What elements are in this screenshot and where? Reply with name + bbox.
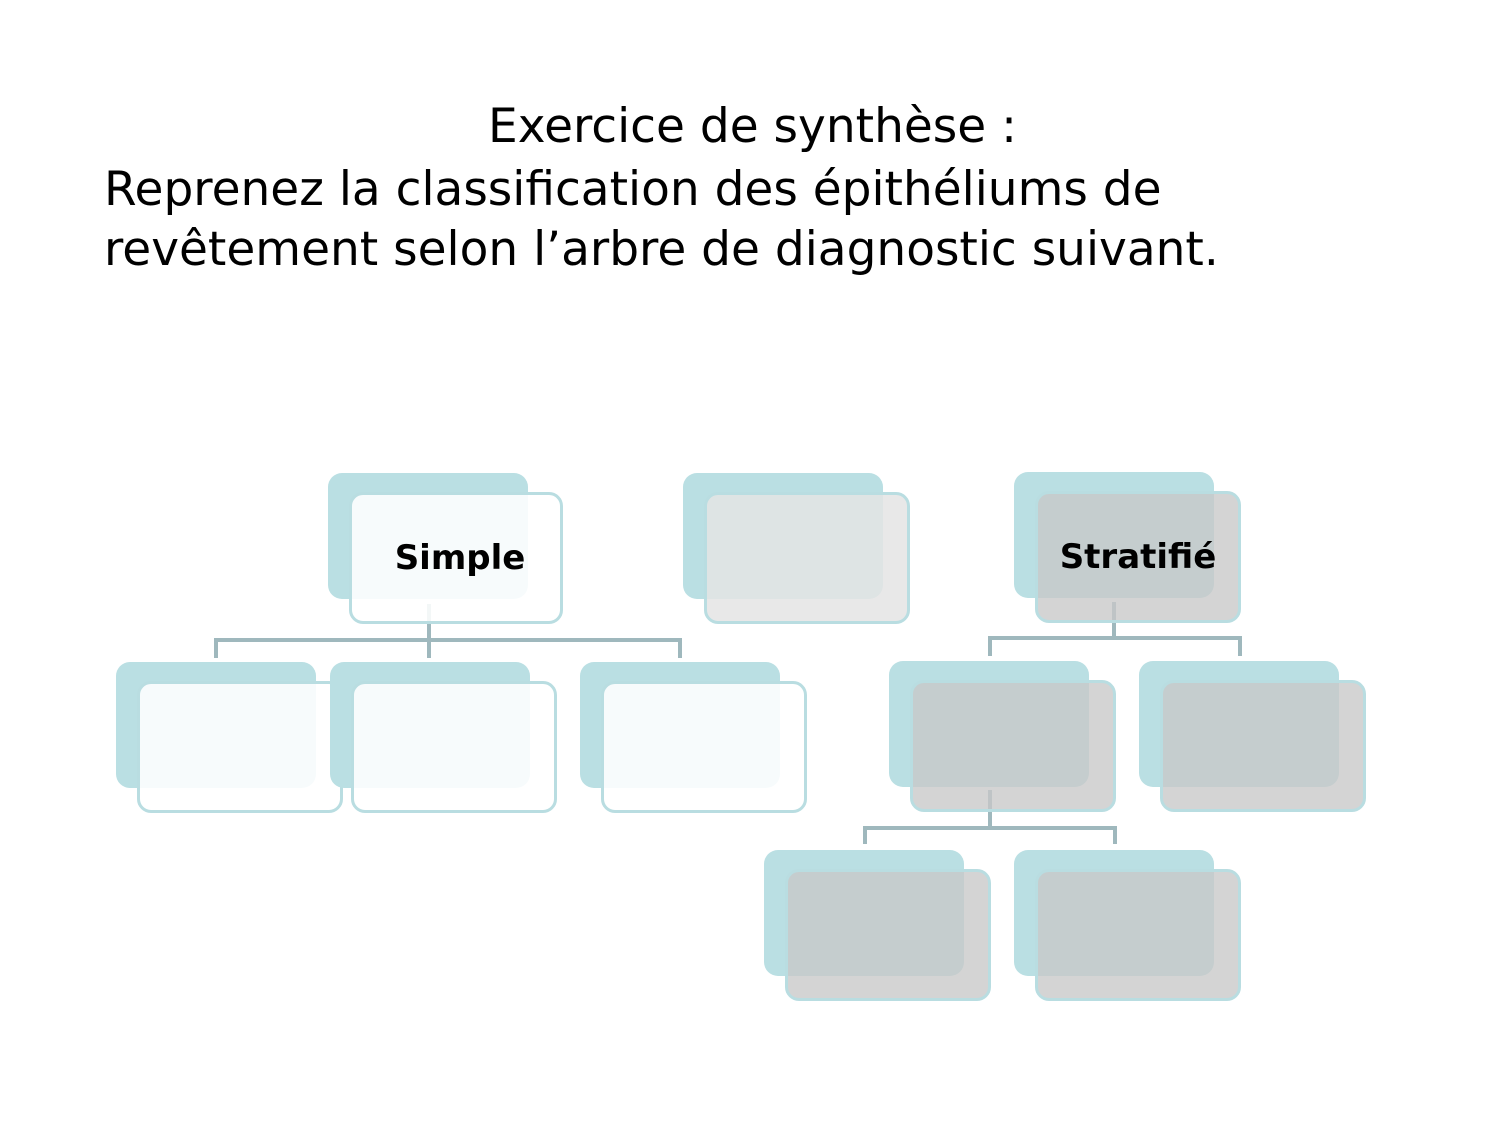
connector [988,636,1242,640]
node-label: Simple [349,492,563,624]
node-label [1035,869,1241,1001]
connector [427,638,431,658]
node-label [704,492,910,624]
node-label [137,681,343,813]
connector [1238,636,1242,656]
node-label [910,680,1116,812]
connector [214,638,218,658]
connector [678,638,682,658]
connector [1113,826,1117,844]
connector [863,826,1117,830]
node-label [1160,680,1366,812]
node-label [351,681,557,813]
node-label [785,869,991,1001]
connector [214,638,682,642]
slide-instruction: Reprenez la classification des épithéliu… [104,162,1219,277]
connector [863,826,867,844]
connector [988,636,992,656]
node-label [601,681,807,813]
slide-title: Exercice de synthèse : [488,99,1017,154]
node-label: Stratifié [1035,491,1241,623]
